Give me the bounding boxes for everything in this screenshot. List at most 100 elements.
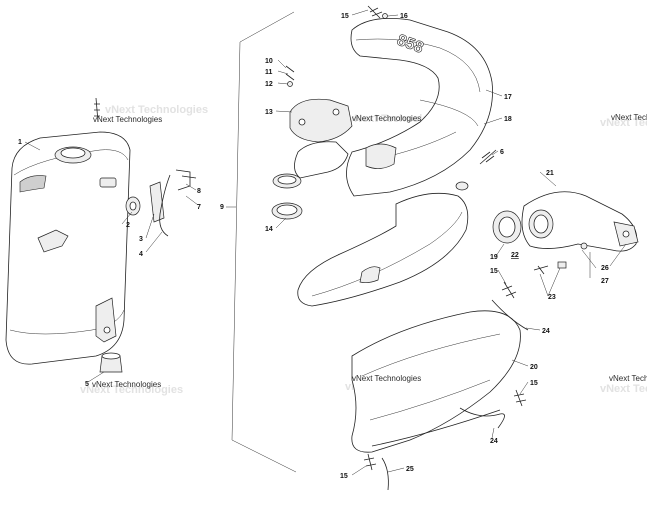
frame-lines [231, 11, 297, 473]
clamp-7 [175, 169, 191, 191]
muffler-inlet-opening [60, 147, 86, 159]
callout-21: 21 [546, 170, 554, 177]
bolt-10-11 [285, 65, 295, 81]
callout-20: 20 [530, 364, 538, 371]
pipe-contour [311, 211, 463, 297]
callout-15-right: 15 [490, 268, 498, 275]
callout-6: 6 [500, 149, 504, 156]
valve-housing-21 [521, 191, 638, 252]
pipe-contour [355, 38, 481, 93]
rod-25 [381, 457, 389, 491]
pipe-mount-boss [365, 143, 397, 169]
ghost-watermark: vNext Technologies [80, 384, 183, 396]
manifold-parts [271, 65, 353, 220]
watermark-right-bottom: vNext Technologies [609, 374, 647, 383]
muffler-seam-lower [9, 309, 125, 335]
callout-3: 3 [139, 236, 143, 243]
callout-25: 25 [406, 466, 414, 473]
callout-19: 19 [490, 254, 498, 261]
watermarks: vNext Technologies vNext Technologies vN… [92, 113, 647, 389]
muffler-mount-bracket [37, 229, 69, 253]
tuned-pipe-middle [297, 192, 469, 307]
exhaust-manifold [294, 141, 349, 179]
spring-clip-24 [491, 299, 529, 331]
watermark-right-top: vNext Technologies [611, 113, 647, 122]
callout-16: 16 [400, 13, 408, 20]
valve-flange-hole [622, 230, 630, 238]
plug-23b [557, 261, 567, 269]
callout-13: 13 [265, 109, 273, 116]
callout-27: 27 [601, 278, 609, 285]
manifold-port [277, 175, 297, 185]
heat-shield-hole [298, 118, 306, 126]
callout-5: 5 [85, 381, 89, 388]
clamp-8 [181, 175, 197, 179]
spring-15-right [501, 281, 517, 299]
grommet-5-top [101, 352, 121, 360]
callout-17: 17 [504, 94, 512, 101]
callout-22: 22 [511, 252, 519, 259]
spring-clip-24-lower [459, 407, 505, 429]
gasket-ring-14-hole [276, 204, 298, 216]
callout-10: 10 [265, 58, 273, 65]
valve-port-hole [533, 214, 549, 234]
callout-4: 4 [139, 251, 143, 258]
washer-12 [287, 81, 293, 87]
spring-15-lower [513, 389, 527, 407]
plug-27 [580, 242, 588, 250]
callout-9: 9 [220, 204, 224, 211]
exhaust-valve-assembly [492, 191, 639, 275]
callout-7: 7 [197, 204, 201, 211]
callout-26: 26 [601, 265, 609, 272]
watermark-left-top: vNext Technologies [93, 115, 162, 124]
watermark-center-bottom: vNext Technologies [352, 374, 421, 383]
callout-15-lower: 15 [530, 380, 538, 387]
ghost-watermark: vNext Technologies [600, 117, 647, 129]
pipe-hook [455, 181, 469, 191]
muffler-bracket-hole [103, 326, 111, 334]
callout-2: 2 [126, 222, 130, 229]
callout-24-upper: 24 [542, 328, 550, 335]
callout-11: 11 [265, 69, 273, 76]
callout-8: 8 [197, 188, 201, 195]
callout-15-bottom: 15 [340, 473, 348, 480]
spring-clip-4 [159, 174, 171, 237]
assembly-bracket-line [231, 11, 297, 473]
muffler-outlet-slot [19, 175, 47, 193]
callout-15-top: 15 [341, 13, 349, 20]
spring-23a [533, 265, 549, 275]
muffler-seam [13, 149, 129, 176]
callout-18: 18 [504, 116, 512, 123]
callout-23: 23 [548, 294, 556, 301]
muffler-spring [94, 97, 100, 123]
tuned-pipe-lower [351, 310, 521, 453]
muffler-hardware [94, 97, 197, 373]
pipe-hardware [363, 5, 529, 491]
heat-shield-hole [332, 108, 340, 116]
watermark-center-top: vNext Technologies [352, 114, 421, 123]
spring-15-top [367, 5, 383, 19]
callout-24-lower: 24 [490, 438, 498, 445]
spring-6 [479, 149, 497, 165]
spring-15-bottom [363, 453, 377, 471]
callout-12: 12 [265, 81, 273, 88]
pipe-contour [361, 333, 501, 377]
muffler-lower-bracket [95, 297, 117, 343]
pipe-slot [359, 266, 381, 284]
ghost-watermark: vNext Technologies [600, 383, 647, 395]
watermark-left-bottom: vNext Technologies [92, 380, 161, 389]
muffler-side-tube [99, 177, 117, 188]
pipe-stinger-edge [371, 409, 501, 447]
part-callouts: 1 2 3 4 5 6 7 8 9 10 11 12 13 14 15 16 1… [18, 13, 609, 480]
pipe-contour [369, 379, 491, 421]
callout-14: 14 [265, 226, 273, 233]
ghost-watermark: vNext Technologies [105, 104, 208, 116]
tuned-pipe: 858 [297, 17, 521, 453]
callout-1: 1 [18, 139, 22, 146]
grommet-2-hole [129, 201, 137, 211]
leader-lines [24, 9, 627, 476]
muffler [5, 131, 131, 365]
coupler-22-hole [498, 216, 516, 238]
bolt-16 [382, 13, 388, 19]
